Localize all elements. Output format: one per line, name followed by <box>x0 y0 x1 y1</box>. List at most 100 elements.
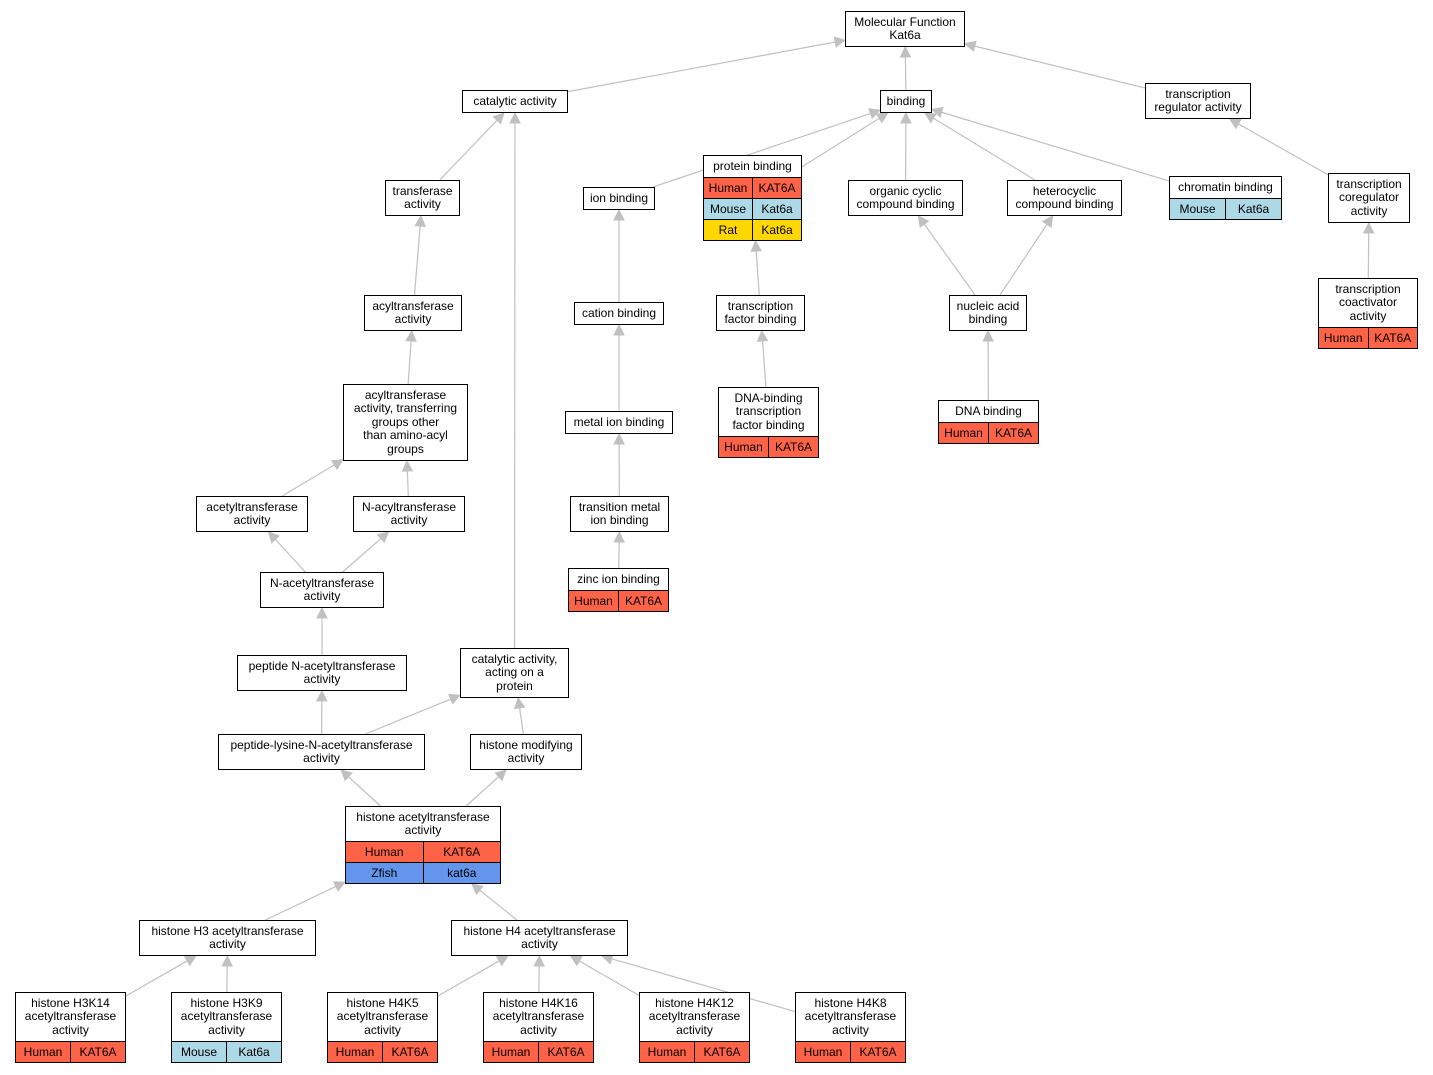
go-term-label: peptide-lysine-N-acetyltransferase activ… <box>230 737 413 765</box>
go-term-treg[interactable]: transcription regulator activity <box>1145 83 1251 119</box>
edge-arrowhead <box>376 531 390 544</box>
go-term-ionb[interactable]: ion binding <box>583 187 655 210</box>
edge-arrowhead <box>613 323 625 336</box>
go-term-h4k16[interactable]: histone H4K16 acetyltransferase activity… <box>483 992 594 1063</box>
species-label: Human <box>647 1044 687 1059</box>
edge-ionb-to-bind <box>652 108 882 188</box>
gene-label: KAT6A <box>850 1042 905 1062</box>
go-term-metb[interactable]: metal ion binding <box>565 411 673 434</box>
edge-arrowhead <box>494 769 507 782</box>
go-term-label: heterocyclic compound binding <box>1015 183 1114 211</box>
go-term-label: histone H4K8 acetyltransferase activity <box>804 995 897 1037</box>
edge-arrowhead <box>963 40 977 52</box>
species-label: Mouse <box>180 1044 218 1059</box>
go-term-label: N-acyltransferase activity <box>361 499 457 527</box>
edge-line <box>923 223 976 296</box>
edge-arrowhead <box>221 954 233 967</box>
go-term-nacyl[interactable]: N-acyltransferase activity <box>353 496 465 532</box>
go-term-h3at[interactable]: histone H3 acetyltransferase activity <box>139 920 316 956</box>
go-term-tfb[interactable]: transcription factor binding <box>716 295 805 331</box>
edge-arrowhead <box>756 329 769 342</box>
go-term-catp[interactable]: catalytic activity, acting on a protein <box>460 648 569 698</box>
edge-treg-to-mf <box>963 40 1146 89</box>
edge-arrowhead <box>833 36 847 48</box>
go-term-label: acetyltransferase activity <box>206 499 298 527</box>
edge-tcoreg-to-treg <box>1228 118 1329 176</box>
species-label: Human <box>23 1044 63 1059</box>
gene-label: Kat6a <box>1225 199 1281 219</box>
edge-arrowhead <box>899 45 912 58</box>
edge-hmod-to-catp <box>513 696 526 735</box>
edge-arrowhead <box>333 881 347 892</box>
gene-label: kat6a <box>422 863 501 883</box>
go-term-acet[interactable]: acetyltransferase activity <box>196 496 308 532</box>
edge-arrowhead <box>405 329 417 342</box>
species-label: Human <box>944 425 983 440</box>
edge-line <box>518 707 524 735</box>
go-term-nab[interactable]: nucleic acid binding <box>949 295 1027 331</box>
go-term-label: acyltransferase activity, transferring g… <box>353 387 458 456</box>
edge-trans-to-cat <box>439 112 505 181</box>
edge-arrowhead <box>267 531 280 544</box>
go-term-label: transcription factor binding <box>724 298 797 326</box>
go-term-acyl[interactable]: acyltransferase activity <box>364 295 462 331</box>
go-term-label: histone H3K9 acetyltransferase activity <box>180 995 273 1037</box>
go-term-h3k14[interactable]: histone H3K14 acetyltransferase activity… <box>15 992 126 1063</box>
edge-line <box>999 223 1048 296</box>
go-term-occb[interactable]: organic cyclic compound binding <box>848 180 963 216</box>
edge-line <box>406 470 409 497</box>
edge-tcoact-to-tcoreg <box>1362 221 1375 279</box>
edge-arrowhead <box>613 208 625 221</box>
go-term-tmib[interactable]: transition metal ion binding <box>570 496 669 532</box>
go-term-acyl2[interactable]: acyltransferase activity, transferring g… <box>343 384 468 461</box>
species-label: Human <box>364 844 404 859</box>
go-term-h4k12[interactable]: histone H4K12 acetyltransferase activity… <box>639 992 750 1063</box>
species-label: Mouse <box>1179 201 1216 216</box>
go-term-label: ion binding <box>589 190 649 205</box>
edge-catp-to-cat <box>509 111 521 649</box>
edge-occb-to-bind <box>900 111 912 181</box>
go-term-cat[interactable]: catalytic activity <box>462 90 568 113</box>
go-term-pnat[interactable]: peptide N-acetyltransferase activity <box>237 655 407 691</box>
go-term-nacet[interactable]: N-acetyltransferase activity <box>260 572 384 608</box>
go-term-dbtfb[interactable]: DNA-binding transcription factor binding… <box>718 387 819 458</box>
edge-line <box>437 960 500 997</box>
go-term-h4at[interactable]: histone H4 acetyltransferase activity <box>451 920 628 956</box>
edge-line <box>801 117 880 168</box>
go-term-tcoreg[interactable]: transcription coregulator activity <box>1328 173 1410 223</box>
go-term-hetb[interactable]: heterocyclic compound binding <box>1007 180 1122 216</box>
go-term-hmod[interactable]: histone modifying activity <box>470 734 582 770</box>
edge-arrowhead <box>316 606 328 619</box>
go-term-mf[interactable]: Molecular Function Kat6a <box>845 11 965 47</box>
edge-h4k16-to-h4at <box>533 954 545 993</box>
go-term-catb[interactable]: cation binding <box>574 302 664 325</box>
edge-metb-to-catb <box>613 323 625 411</box>
go-term-trans[interactable]: transferase activity <box>385 180 460 216</box>
edge-arrowhead <box>492 112 505 125</box>
gene-label: Kat6a <box>752 220 801 240</box>
edge-nab-to-occb <box>917 215 976 296</box>
go-term-bind[interactable]: binding <box>880 90 932 113</box>
edge-arrowhead <box>1228 118 1242 130</box>
go-term-plnat[interactable]: peptide-lysine-N-acetyltransferase activ… <box>218 734 425 770</box>
go-term-label: histone H4K5 acetyltransferase activity <box>336 995 429 1037</box>
edge-line <box>479 889 518 921</box>
edge-line <box>465 776 500 807</box>
edge-line <box>974 45 1146 89</box>
species-label: Rat <box>718 222 738 237</box>
go-term-label: DNA binding <box>955 403 1022 418</box>
